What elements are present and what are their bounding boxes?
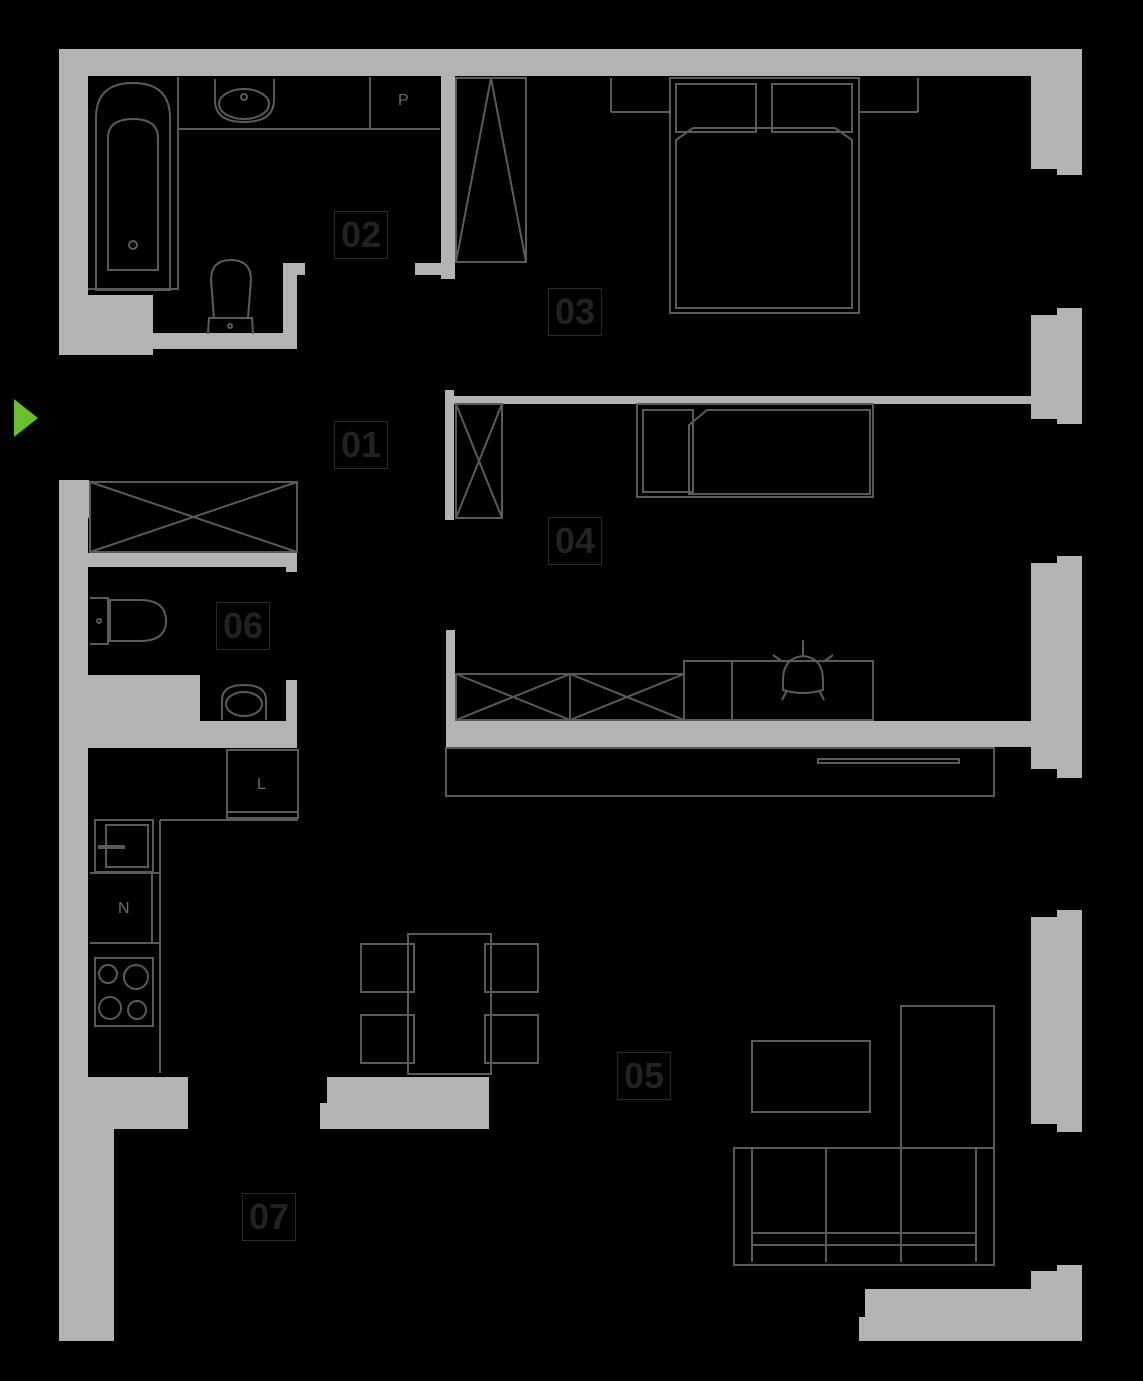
furniture [88,77,995,1266]
cabinets-icon [455,673,685,721]
wardrobe-icon [89,481,298,553]
dining-table-icon [360,933,539,1075]
stove-icon [94,957,154,1027]
sink-icon [94,819,154,873]
room-label-06: 06 [216,602,271,650]
double-bed-icon [610,77,919,314]
room-label-01: 01 [334,421,389,469]
room-label-07: 07 [242,1193,297,1241]
office-chair-icon [772,640,834,701]
washbasin-icon [214,79,275,124]
wardrobe-icon [455,403,503,519]
room-label-02: 02 [334,211,389,259]
bathtub-icon [88,77,179,291]
wardrobe-icon [455,77,527,263]
room-label-03: 03 [548,288,603,336]
toilet-icon [207,258,254,335]
desk-icon [683,660,874,721]
toilet-icon [90,597,168,645]
cabinet-letter-n: N [118,900,130,917]
walls [59,49,1082,1341]
single-bed-icon [636,403,874,498]
kitchen-counter-icon [90,749,299,1073]
fridge-letter-l: L [257,776,266,793]
cabinet-letter-p: P [398,92,409,109]
corner-sofa-icon [733,1005,995,1266]
washbasin-icon [221,683,267,720]
room-label-05: 05 [617,1052,672,1100]
entry-arrow-icon [14,399,38,437]
room-label-04: 04 [548,517,603,565]
coffee-table-icon [751,1040,871,1113]
